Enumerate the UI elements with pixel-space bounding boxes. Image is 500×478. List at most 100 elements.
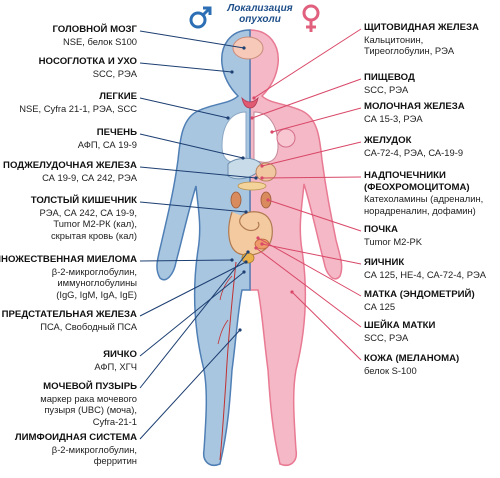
connector-dot-left-8 <box>242 270 246 274</box>
label-marker-line: SCC, РЭА <box>92 67 137 79</box>
breast-organ <box>276 128 296 148</box>
connector-right-0 <box>253 28 362 99</box>
label-marker-line: скрытая кровь (кал) <box>50 229 137 241</box>
label-title: НОСОГЛОТКА И УХО <box>38 56 137 67</box>
label-marker-line: норадреналин, дофамин) <box>364 204 476 216</box>
label-marker-line: СА 125, НЕ-4, СА-72-4, РЭА <box>364 268 486 280</box>
connector-right-9 <box>291 291 362 361</box>
label-marker-line: СА-72-4, РЭА, СА-19-9 <box>364 146 464 158</box>
label-marker-line: маркер рака мочевого <box>40 392 137 404</box>
connector-dot-left-10 <box>238 328 242 332</box>
label-title: ГОЛОВНОЙ МОЗГ <box>52 24 137 35</box>
connector-dot-right-4 <box>260 176 264 180</box>
label-marker-line: NSE, белок S100 <box>62 35 137 47</box>
intestine-organ <box>228 211 273 256</box>
connector-right-6 <box>261 243 362 265</box>
label-right-9: КОЖА (МЕЛАНОМА)белок S-100 <box>364 353 459 376</box>
label-marker-line: Cyfra-21-1 <box>92 415 137 427</box>
kidney-left-organ <box>230 191 242 209</box>
connector-right-4 <box>261 176 362 179</box>
label-right-4: НАДПОЧЕЧНИКИ(ФЕОХРОМОЦИТОМА)Катехоламины… <box>364 170 483 216</box>
label-title: МОЛОЧНАЯ ЖЕЛЕЗА <box>364 101 465 112</box>
title-line-2: опухоли <box>239 14 281 25</box>
connector-right-5 <box>267 199 362 232</box>
label-title: ПОЧКА <box>364 224 398 235</box>
label-title: ТОЛСТЫЙ КИШЕЧНИК <box>30 195 137 206</box>
label-marker-line: (IgG, IgM, IgA, IgE) <box>56 288 137 300</box>
label-marker-line: Катехоламины (адреналин, <box>364 193 484 204</box>
connector-dot-right-8 <box>254 246 258 250</box>
label-title: ПОДЖЕЛУДОЧНАЯ ЖЕЛЕЗА <box>3 160 137 171</box>
connector-dot-right-5 <box>266 198 270 202</box>
connector-left-6 <box>139 259 233 262</box>
connector-left-8 <box>139 271 245 357</box>
label-marker-line: РЭА, СА 242, СА 19-9, <box>39 206 137 218</box>
label-title: НАДПОЧЕЧНИКИ <box>364 170 446 181</box>
label-marker-line: АФП, СА 19-9 <box>77 138 137 150</box>
label-marker-line: SCC, РЭА <box>364 331 409 343</box>
connector-dot-left-4 <box>254 176 258 180</box>
label-title: МНОЖЕСТВЕННАЯ МИЕЛОМА <box>0 254 137 265</box>
connector-right-2 <box>271 107 362 133</box>
label-title: ПИЩЕВОД <box>364 72 415 83</box>
label-right-7: МАТКА (ЭНДОМЕТРИЙ)СА 125 <box>364 289 475 312</box>
label-marker-line: белок S-100 <box>364 364 417 376</box>
label-marker-line: СА 15-3, РЭА <box>364 112 423 124</box>
male-symbol-icon <box>189 6 212 29</box>
label-marker-line: СА 125 <box>364 300 396 312</box>
connector-dot-left-2 <box>226 116 230 120</box>
connector-right-1 <box>251 78 362 119</box>
connector-dot-left-9 <box>246 250 250 254</box>
connector-left-4 <box>139 166 257 179</box>
thyroid-organ <box>241 96 259 109</box>
brain-organ <box>232 36 264 60</box>
label-title: МАТКА (ЭНДОМЕТРИЙ) <box>364 289 475 300</box>
connector-left-7 <box>139 261 247 317</box>
connector-dot-right-6 <box>260 242 264 246</box>
connector-dot-left-7 <box>244 260 248 264</box>
connector-left-2 <box>139 97 229 119</box>
connector-left-10 <box>139 329 241 440</box>
connector-dot-left-1 <box>230 70 234 74</box>
label-marker-line: СА 19-9, СА 242, РЭА <box>42 171 137 183</box>
title-line-1: Локализация <box>227 3 293 14</box>
vessel-branches <box>217 275 233 345</box>
connector-left-0 <box>139 30 245 49</box>
label-title: МОЧЕВОЙ ПУЗЫРЬ <box>43 381 137 392</box>
connector-left-9 <box>139 251 249 389</box>
connector-right-8 <box>255 247 362 328</box>
label-marker-line: Tumor M2-PK <box>364 235 422 247</box>
right-lung-organ <box>253 111 279 163</box>
connector-right-3 <box>261 141 362 167</box>
connector-dot-left-5 <box>244 210 248 214</box>
label-marker-line: ферритин <box>93 455 137 466</box>
label-marker-line: (ФЕОХРОМОЦИТОМА) <box>364 181 470 193</box>
diagram-title: Локализация опухоли <box>222 3 298 25</box>
label-marker-line: иммуноглобулины <box>57 277 137 288</box>
connector-right-7 <box>257 237 362 297</box>
label-marker-line: Кальцитонин, <box>364 33 424 45</box>
label-marker-line: пузыря (UBC) (моча), <box>44 404 137 415</box>
label-marker-line: АФП, ХГЧ <box>94 360 137 372</box>
label-title: ЛЕГКИЕ <box>99 91 137 102</box>
vessel-line <box>219 261 237 461</box>
connector-dot-right-0 <box>252 96 256 100</box>
connector-dot-left-6 <box>230 258 234 262</box>
label-marker-line: β-2-микроглобулин, <box>51 265 137 277</box>
